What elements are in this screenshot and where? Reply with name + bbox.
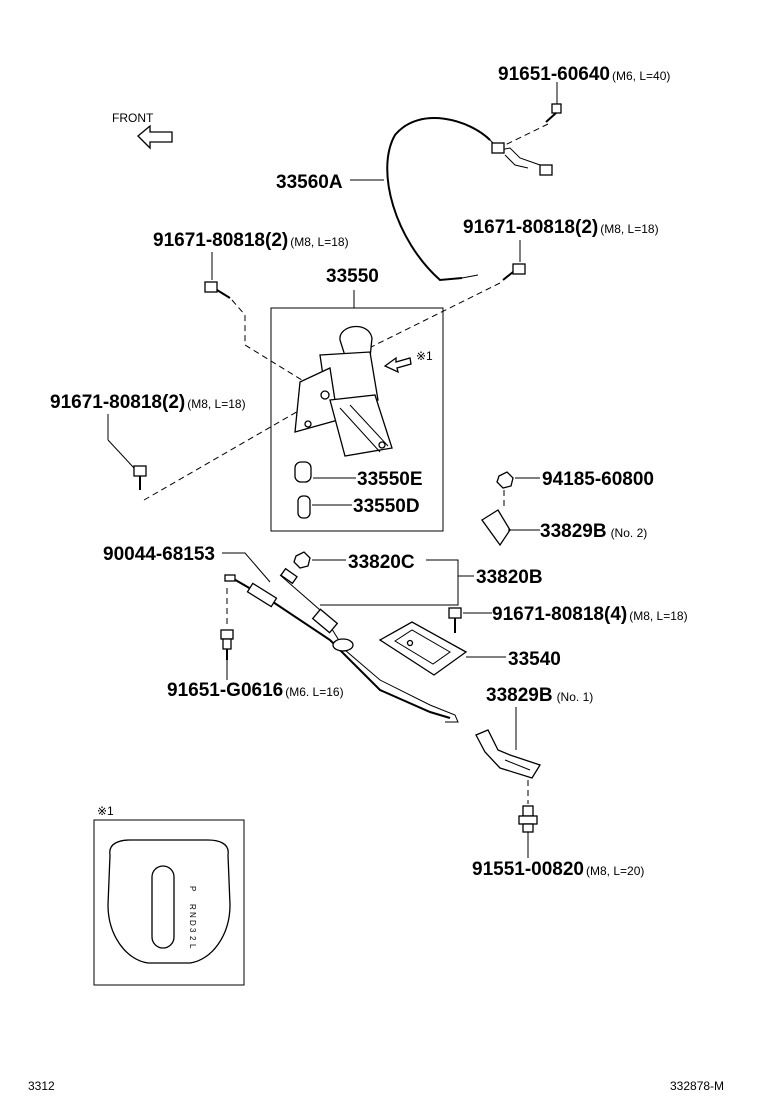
bracket-leader xyxy=(320,559,459,606)
gear-position-0: P xyxy=(188,886,197,891)
part-number: 33550 xyxy=(326,266,379,287)
bolt-91671-80818-upper-left xyxy=(204,281,231,299)
part-spec: (No. 2) xyxy=(611,526,648,540)
part-number: 94185-60800 xyxy=(542,469,654,490)
bolt-91671-80818-left xyxy=(133,465,147,490)
part-number: 91551-00820 xyxy=(472,859,584,880)
label-33829b-no1: 33829B (No. 1) xyxy=(486,685,593,706)
label-91551-00820: 91551-00820(M8, L=20) xyxy=(472,859,644,880)
shift-gate-slot xyxy=(151,865,175,949)
part-number: 33829B xyxy=(540,521,607,542)
label-91651-60640: 91651-60640(M6, L=40) xyxy=(498,64,670,85)
part-number: 33820B xyxy=(476,567,543,588)
part-spec: (M6. L=16) xyxy=(285,685,343,699)
label-33560a: 33560A xyxy=(276,172,343,193)
part-spec: (M6, L=40) xyxy=(612,69,670,83)
label-33820c: 33820C xyxy=(348,552,415,573)
bolt-91651-g0616 xyxy=(220,629,234,660)
part-number: 33829B xyxy=(486,685,553,706)
leader-line xyxy=(222,552,271,583)
part-number: 91671-80818(2) xyxy=(153,230,288,251)
label-94185-60800: 94185-60800 xyxy=(542,469,654,490)
footer-page-code: 3312 xyxy=(28,1079,55,1093)
view-arrow-icon xyxy=(383,356,412,374)
label-91671-80818-upper-right: 91671-80818(2)(M8, L=18) xyxy=(463,217,659,238)
nut-94185-60800 xyxy=(496,471,514,489)
bolt-91651-60640 xyxy=(545,103,562,123)
inset-box xyxy=(93,819,245,986)
bolt-91551-00820 xyxy=(518,805,538,833)
part-spec: (No. 1) xyxy=(557,690,594,704)
shift-cable-33820b xyxy=(224,567,459,723)
part-number: 33560A xyxy=(276,172,343,193)
assembly-box-33550 xyxy=(270,307,444,532)
part-number: 91671-80818(4) xyxy=(492,604,627,625)
part-spec: (M8, L=20) xyxy=(586,864,644,878)
shift-lever-assembly xyxy=(294,325,393,457)
footer-diagram-code: 332878-M xyxy=(670,1079,724,1093)
part-number: 91671-80818(2) xyxy=(463,217,598,238)
part-spec: (M8, L=18) xyxy=(600,222,658,236)
gear-position-2: N xyxy=(188,912,197,918)
bulb-33550e xyxy=(294,461,312,483)
part-number: 91671-80818(2) xyxy=(50,392,185,413)
label-91651-g0616: 91651-G0616(M6. L=16) xyxy=(167,680,344,701)
part-number: 91651-60640 xyxy=(498,64,610,85)
label-33550: 33550 xyxy=(326,266,379,287)
gear-position-1: R xyxy=(188,904,197,910)
label-33829b-no2: 33829B (No. 2) xyxy=(540,521,647,542)
bolt-91671-80818-4 xyxy=(448,607,462,633)
bolt-91671-80818-upper-right xyxy=(502,263,526,281)
label-91671-80818-4: 91671-80818(4)(M8, L=18) xyxy=(492,604,688,625)
part-spec: (M8, L=18) xyxy=(290,235,348,249)
part-spec: (M8, L=18) xyxy=(187,397,245,411)
part-spec: (M8, L=18) xyxy=(629,609,687,623)
cable-end xyxy=(461,274,479,279)
bracket-33829b-no1 xyxy=(475,729,541,779)
dashed-guide xyxy=(354,282,501,356)
gear-position-4: 3 xyxy=(188,928,197,933)
gear-position-6: L xyxy=(188,944,197,949)
part-number: 33540 xyxy=(508,649,561,670)
gear-position-3: D xyxy=(188,920,197,926)
label-33550e: 33550E xyxy=(357,469,423,490)
plate-33540 xyxy=(378,621,468,676)
dashed-guide xyxy=(504,123,549,146)
part-number: 33820C xyxy=(348,552,415,573)
wire-harness-connector xyxy=(489,139,553,176)
cable-33560a xyxy=(386,117,491,282)
gear-position-labels: P RND 3 2L xyxy=(188,886,197,949)
dashed-guide xyxy=(143,409,301,501)
front-label: FRONT xyxy=(112,111,154,125)
part-number: 91651-G0616 xyxy=(167,680,283,701)
label-90044-68153: 90044-68153 xyxy=(103,544,215,565)
label-91671-80818-left: 91671-80818(2)(M8, L=18) xyxy=(50,392,246,413)
bulb-33550d xyxy=(297,495,311,519)
inset-marker: ※1 xyxy=(97,804,114,818)
dashed-guide xyxy=(231,299,311,386)
view-marker: ※1 xyxy=(416,349,433,363)
label-91671-80818-upper-left: 91671-80818(2)(M8, L=18) xyxy=(153,230,349,251)
part-number: 33550D xyxy=(353,496,420,517)
part-number: 33550E xyxy=(357,469,423,490)
nut-33820c xyxy=(293,551,311,569)
part-number: 90044-68153 xyxy=(103,544,215,565)
leader-line xyxy=(107,439,135,469)
bracket-33829b-no2 xyxy=(481,509,511,547)
label-33540: 33540 xyxy=(508,649,561,670)
front-arrow-icon xyxy=(137,124,173,150)
gear-position-5: 2 xyxy=(188,936,197,941)
label-33820b: 33820B xyxy=(476,567,543,588)
label-33550d: 33550D xyxy=(353,496,420,517)
